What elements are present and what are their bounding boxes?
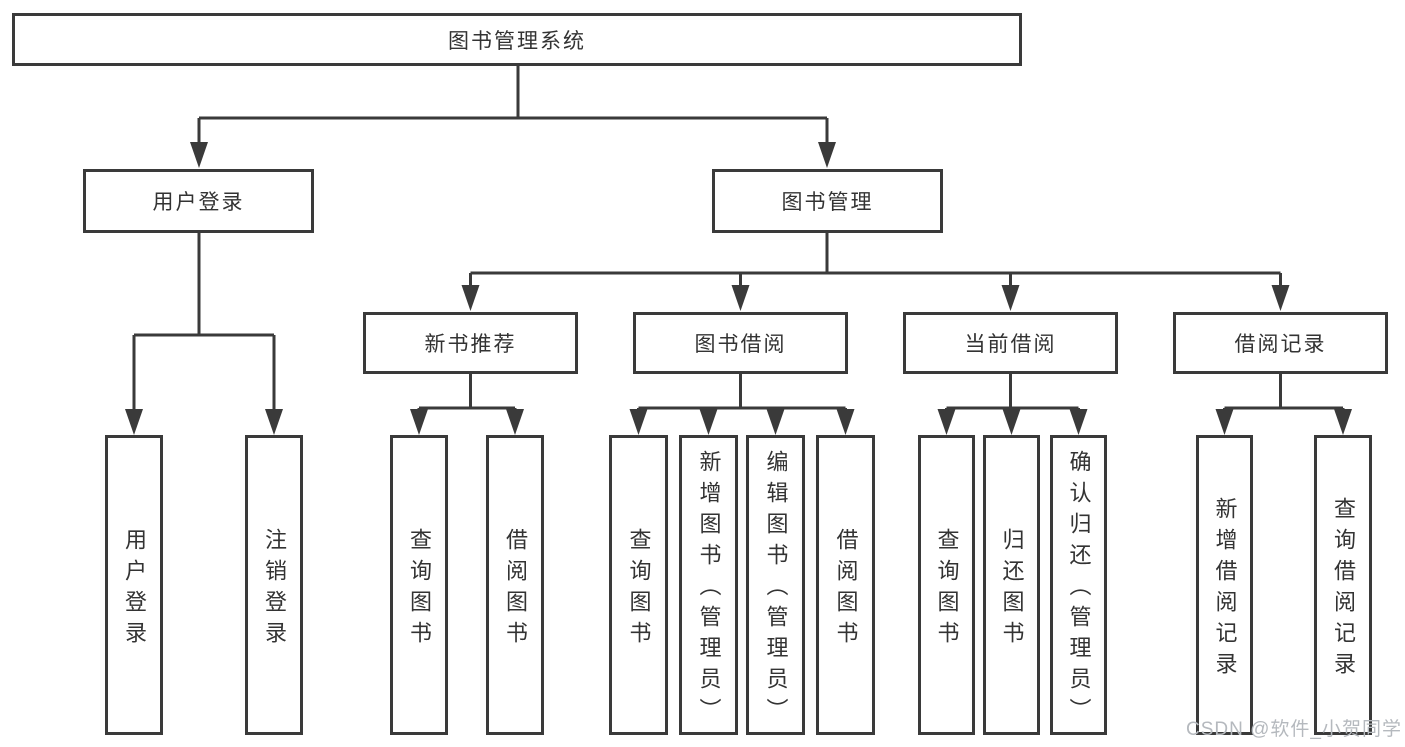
node-user-login: 用户登录 — [83, 169, 314, 233]
leaf-logout-login: 注销登录 — [245, 435, 303, 735]
leaf-edit-books-admin: 编辑图书（管理员） — [746, 435, 805, 735]
node-library-management-system: 图书管理系统 — [12, 13, 1022, 66]
leaf-return-books: 归还图书 — [983, 435, 1040, 735]
leaf-borrow-books-borrowing: 借阅图书 — [816, 435, 875, 735]
leaf-return-books-label: 归还图书 — [999, 527, 1025, 652]
leaf-query-books-current: 查询图书 — [918, 435, 975, 735]
leaf-add-borrow-record: 新增借阅记录 — [1196, 435, 1253, 735]
leaf-add-borrow-record-label: 新增借阅记录 — [1212, 496, 1238, 683]
leaf-confirm-return-admin: 确认归还（管理员） — [1050, 435, 1107, 735]
connector-bookmgmt-to-level3 — [461, 233, 1290, 311]
leaf-borrow-books-borrowing-label: 借阅图书 — [833, 527, 859, 652]
node-current-borrowing: 当前借阅 — [903, 312, 1118, 374]
connector-userlogin-to-leaves — [125, 233, 283, 435]
connector-borrowrecord-to-leaves — [1215, 374, 1352, 435]
leaf-query-borrow-record: 查询借阅记录 — [1314, 435, 1372, 735]
leaf-user-login-label: 用户登录 — [122, 527, 147, 652]
leaf-user-login: 用户登录 — [105, 435, 163, 735]
node-borrowing-records: 借阅记录 — [1173, 312, 1388, 374]
leaf-query-books-borrowing: 查询图书 — [609, 435, 668, 735]
leaf-add-books-admin-label: 新增图书（管理员） — [696, 450, 722, 729]
leaf-query-books-recommend: 查询图书 — [390, 435, 448, 735]
leaf-borrow-books-recommend-label: 借阅图书 — [503, 527, 528, 652]
leaf-query-borrow-record-label: 查询借阅记录 — [1331, 496, 1356, 683]
node-new-book-recommend: 新书推荐 — [363, 312, 578, 374]
leaf-confirm-return-admin-label: 确认归还（管理员） — [1066, 450, 1092, 729]
connector-newbook-to-leaves — [410, 374, 524, 435]
connector-root-to-level2 — [190, 66, 836, 168]
leaf-logout-login-label: 注销登录 — [262, 527, 287, 652]
leaf-query-books-current-label: 查询图书 — [934, 527, 960, 652]
leaf-add-books-admin: 新增图书（管理员） — [679, 435, 738, 735]
leaf-borrow-books-recommend: 借阅图书 — [486, 435, 544, 735]
connector-bookborrow-to-leaves — [629, 374, 855, 435]
node-book-management: 图书管理 — [712, 169, 943, 233]
csdn-watermark: CSDN @软件_小贺同学 — [1186, 719, 1402, 740]
leaf-query-books-recommend-label: 查询图书 — [407, 527, 432, 652]
connector-currentborrow-to-leaves — [937, 374, 1088, 435]
leaf-query-books-borrowing-label: 查询图书 — [626, 527, 652, 652]
node-book-borrowing: 图书借阅 — [633, 312, 848, 374]
leaf-edit-books-admin-label: 编辑图书（管理员） — [763, 450, 789, 729]
